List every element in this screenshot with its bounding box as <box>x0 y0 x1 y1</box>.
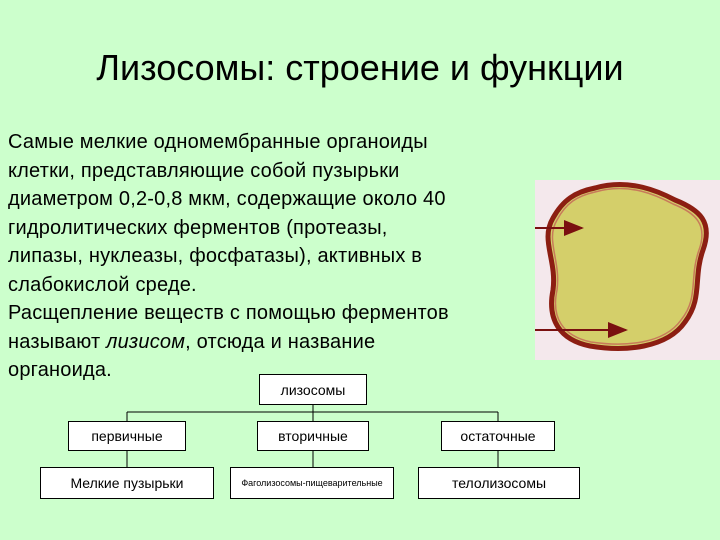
text-line: клетки, представляющие собой пузырьки <box>8 159 400 182</box>
tree-node-phagolysosomes: Фаголизосомы-пищеварительные <box>230 467 394 499</box>
tree-node-telolysosomes: телолизосомы <box>418 467 580 499</box>
tree-node-small-vesicles: Мелкие пузырьки <box>40 467 214 499</box>
lysosome-body <box>545 182 709 351</box>
text-fragment: называют <box>8 330 107 353</box>
text-line: Самые мелкие одномембранные органоиды <box>8 131 428 153</box>
tree-root-lysosomes: лизосомы <box>259 374 367 405</box>
text-line: называют лизисом, отсюда и название <box>8 328 548 357</box>
lysis-term: лизисом <box>106 330 186 353</box>
text-line: Расщепление веществ с помощью ферментов <box>8 302 449 324</box>
lysosome-drawing <box>545 182 709 351</box>
tree-node-residual: остаточные <box>441 421 555 451</box>
text-line: диаметром 0,2-0,8 мкм, содержащие около … <box>8 188 446 210</box>
text-line: слабокислой среде. <box>8 273 197 296</box>
slide-title: Лизосомы: строение и функции <box>96 47 624 88</box>
tree-node-primary: первичные <box>68 421 186 451</box>
tree-node-secondary: вторичные <box>257 421 369 451</box>
text-fragment: , отсюда и название <box>185 330 376 353</box>
description-paragraph: Самые мелкие одномембранные органоиды кл… <box>8 128 548 385</box>
lysosome-inner-membrane <box>551 187 703 345</box>
text-line: гидролитических ферментов (протеазы, <box>8 216 388 239</box>
text-line: органоида. <box>8 359 112 381</box>
text-line: липазы, нуклеазы, фосфатазы), активных в <box>8 245 423 267</box>
